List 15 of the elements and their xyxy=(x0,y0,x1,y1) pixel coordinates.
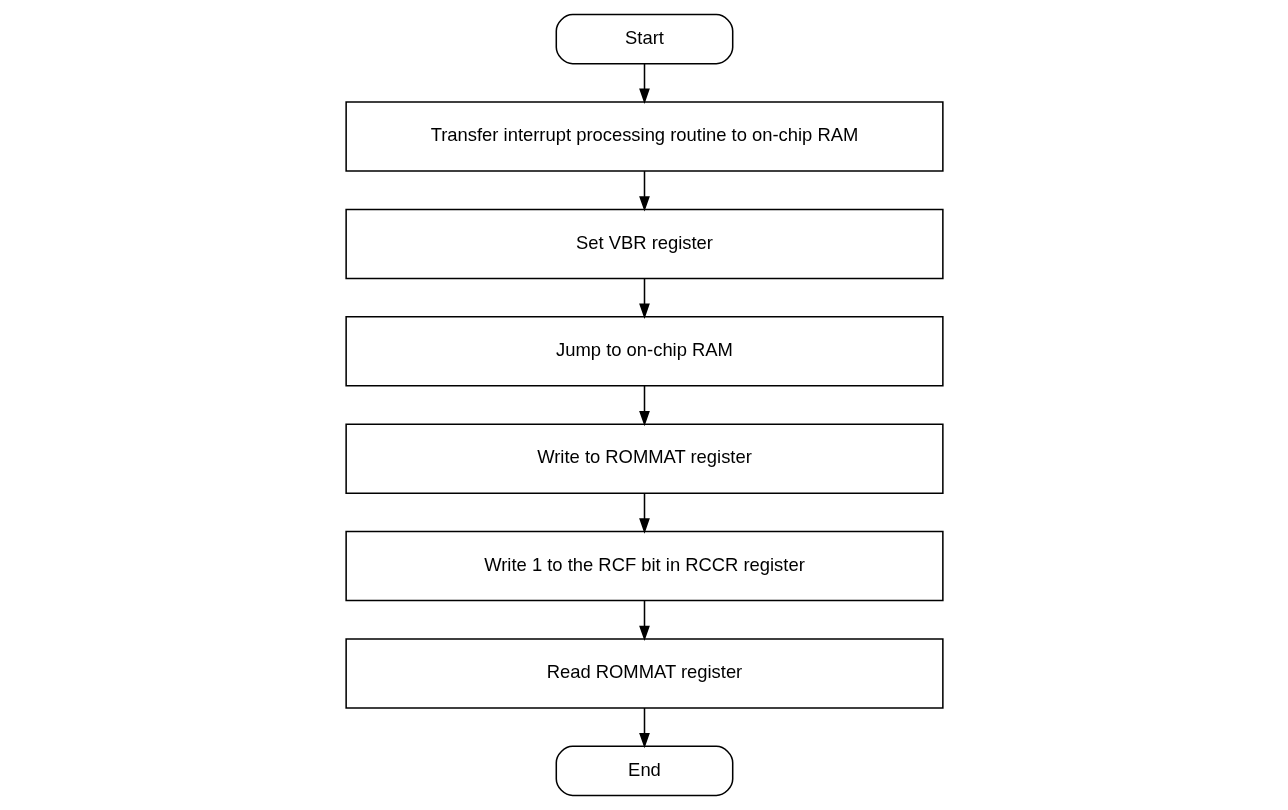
arrow xyxy=(638,63,650,104)
arrow xyxy=(638,385,650,427)
node-box: Write to ROMMAT register xyxy=(344,423,944,494)
arrow xyxy=(638,599,650,642)
node-box: Start xyxy=(555,13,733,65)
node-box: Jump to on-chip RAM xyxy=(344,316,944,387)
arrow xyxy=(638,277,650,319)
node-box: Set VBR register xyxy=(344,208,944,280)
node-box: Write 1 to the RCF bit in RCCR register xyxy=(344,530,944,602)
node-box: End xyxy=(555,745,733,797)
arrow xyxy=(638,170,650,212)
node-box: Read ROMMAT register xyxy=(344,638,944,709)
node-box: Transfer interrupt processing routine to on-chip RAM xyxy=(344,101,944,172)
arrow xyxy=(638,707,650,749)
arrow xyxy=(638,492,650,534)
